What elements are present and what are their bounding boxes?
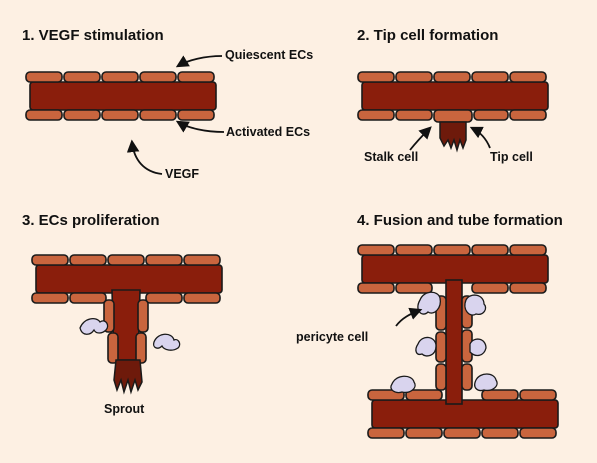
panel-2: 2. Tip cell formation Stalk cell Tip cel… [357, 27, 549, 164]
stalk-arrow [409, 126, 432, 151]
panel-1-title: 1. VEGF stimulation [22, 27, 164, 44]
connecting-tube [435, 279, 473, 405]
label-tip-cell: Tip cell [490, 150, 533, 164]
vessel-4-top [357, 244, 549, 294]
label-quiescent-ecs: Quiescent ECs [225, 48, 313, 62]
tube-lumen [445, 279, 463, 405]
pericyte-cell [79, 317, 109, 335]
vessel-4-bottom [367, 389, 559, 439]
tip-cell [439, 121, 467, 153]
vessel-3 [31, 254, 223, 395]
vegf-arrow [126, 139, 163, 175]
vessel-lumen [29, 81, 217, 111]
stalk-cell [433, 109, 473, 123]
label-stalk-cell: Stalk cell [364, 150, 418, 164]
panel-3: 3. ECs proliferation Sprout [22, 212, 223, 416]
label-sprout: Sprout [104, 402, 145, 416]
panel-1: 1. VEGF stimulation Quiescent ECs Activa… [22, 27, 313, 181]
quiescent-arrow [175, 55, 223, 68]
label-activated-ecs: Activated ECs [226, 125, 310, 139]
panel-4-title: 4. Fusion and tube formation [357, 212, 563, 229]
panel-4: 4. Fusion and tube formation [296, 212, 563, 439]
bottom-cell-row [25, 109, 215, 121]
label-pericyte-cell: pericyte cell [296, 330, 368, 344]
pericyte-cell [152, 333, 181, 351]
panel-2-title: 2. Tip cell formation [357, 27, 498, 44]
vessel-2 [357, 71, 549, 153]
panel-3-title: 3. ECs proliferation [22, 212, 160, 229]
tip-arrow [469, 126, 491, 149]
pericytes [390, 291, 498, 394]
vessel-1 [25, 71, 217, 121]
sprout-tip-cell [113, 359, 143, 395]
label-vegf: VEGF [165, 167, 199, 181]
top-cell-row [25, 71, 215, 83]
pericyte-arrow [395, 307, 423, 327]
activated-arrow [175, 120, 225, 133]
